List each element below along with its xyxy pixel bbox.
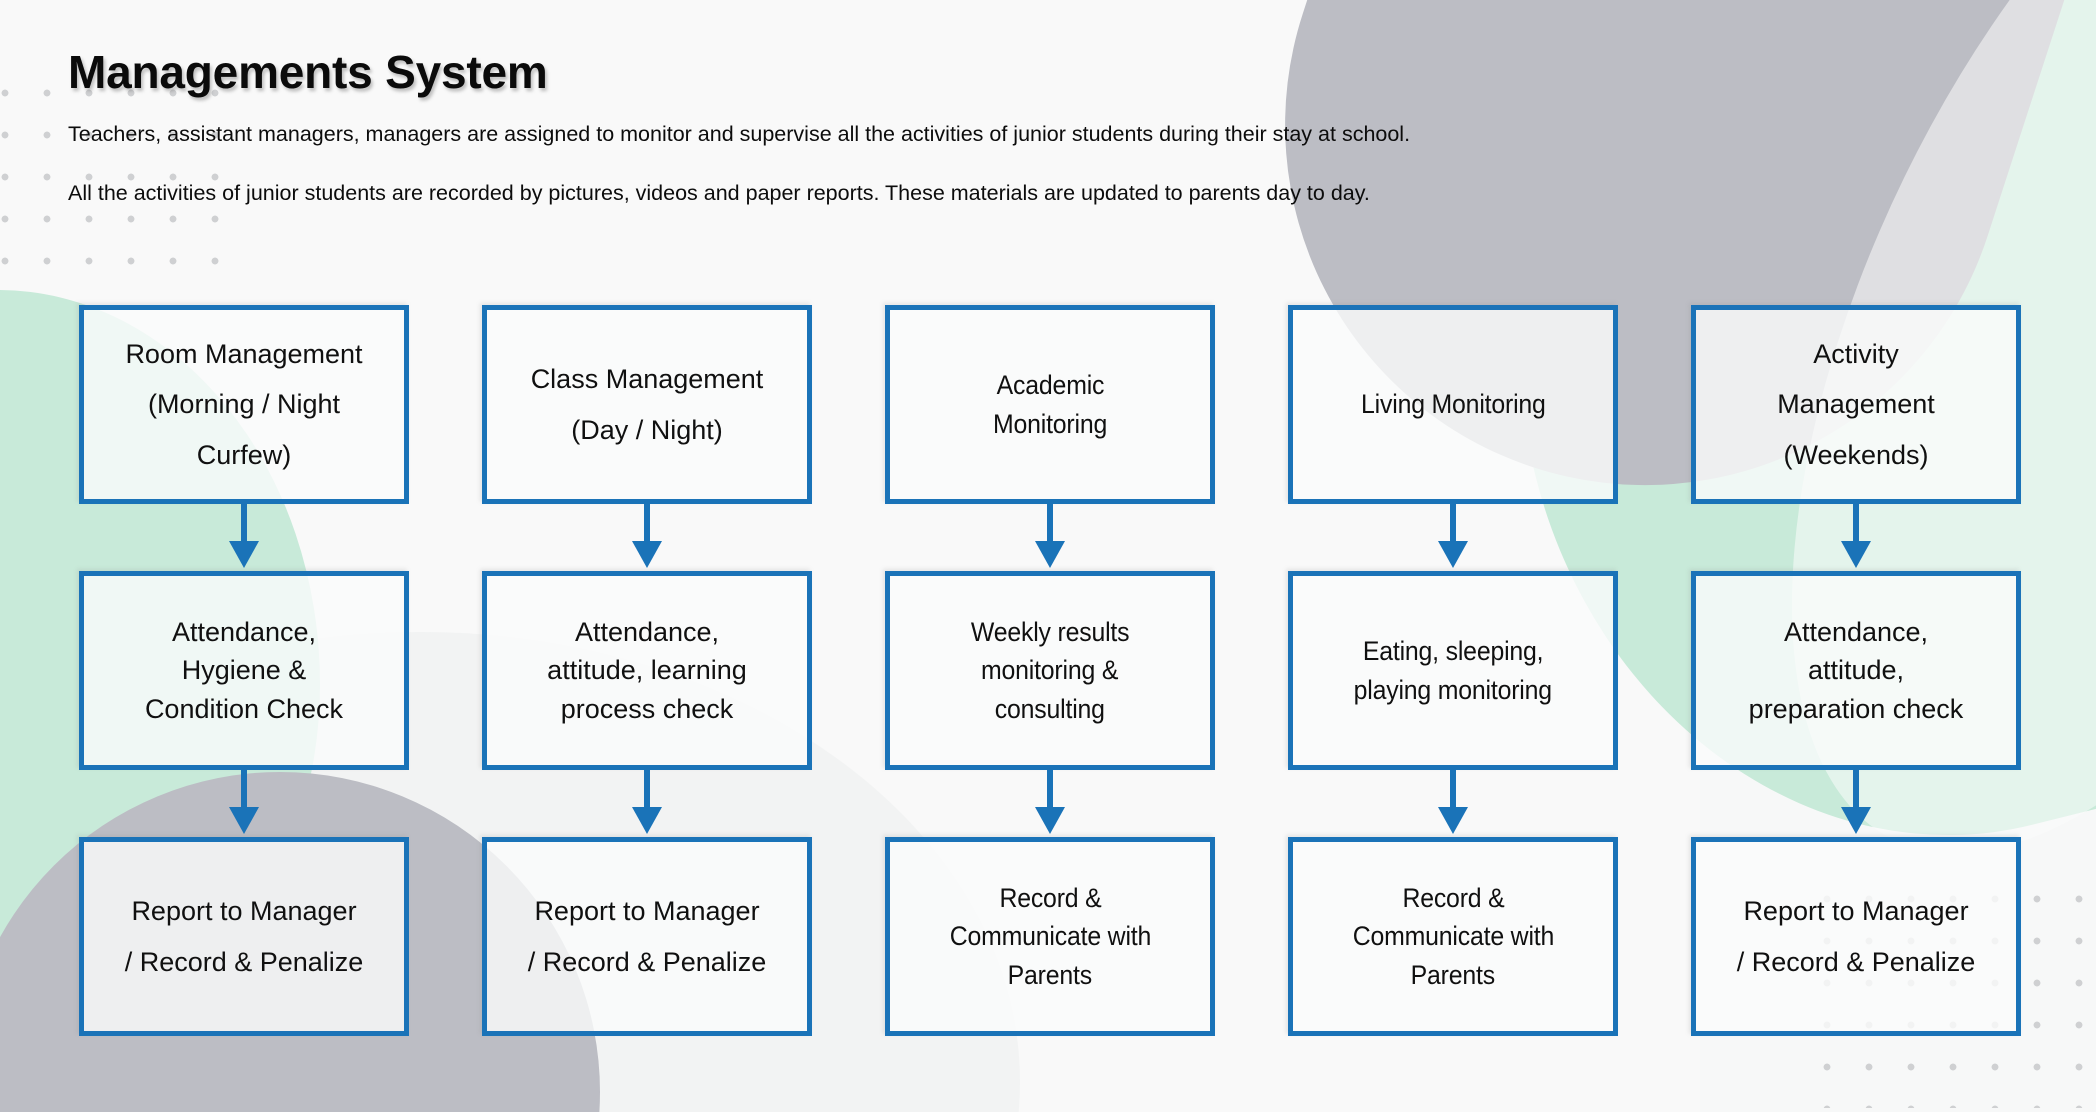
arrow-head — [1035, 541, 1065, 568]
arrow-down-icon — [76, 770, 412, 837]
flow-node-text: / Record & Penalize — [1736, 946, 1976, 977]
flow-node-text: (Morning / Night — [147, 389, 341, 420]
subtitle-line-2: All the activities of junior students ar… — [68, 181, 1370, 206]
flow-node-text: Communicate with — [1352, 921, 1554, 952]
flow-node-class-management-title[interactable]: Class Management (Day / Night) — [482, 305, 812, 504]
arrow-down-icon — [882, 504, 1218, 571]
arrow-down-icon — [882, 770, 1218, 837]
flow-node-text: Report to Manager — [131, 896, 357, 927]
page-title: Managements System — [68, 46, 548, 98]
flow-node-text: Hygiene & — [181, 655, 307, 686]
arrow-head — [229, 541, 259, 568]
arrow-head — [1841, 807, 1871, 834]
arrow-down-icon — [1285, 504, 1621, 571]
flow-node-text: Activity — [1813, 339, 1899, 370]
flow-node-text: / Record & Penalize — [124, 946, 364, 977]
flow-node-activity-management-report[interactable]: Report to Manager / Record & Penalize — [1691, 837, 2021, 1036]
arrow-down-icon — [1688, 504, 2024, 571]
flow-node-text: Attendance, — [1783, 617, 1929, 647]
flow-column-class-management: Class Management (Day / Night) Attendance,… — [479, 305, 815, 1036]
flow-node-text: consulting — [994, 693, 1106, 724]
flow-node-text: preparation check — [1748, 693, 1964, 724]
arrow-head — [1438, 541, 1468, 568]
arrow-head — [229, 807, 259, 834]
header: Managements System Teachers, assistant m… — [68, 48, 1768, 208]
flow-node-text: Class Management — [530, 364, 764, 395]
flow-node-text: Parents — [1007, 959, 1093, 990]
flow-node-text: (Weekends) — [1783, 439, 1929, 470]
flow-node-text: Parents — [1410, 959, 1496, 990]
flow-node-text: attitude, learning — [547, 655, 747, 686]
flow-node-text: / Record & Penalize — [527, 946, 767, 977]
flow-node-text: Report to Manager — [534, 896, 760, 927]
flow-node-text: Attendance, — [574, 617, 720, 647]
arrow-head — [1438, 807, 1468, 834]
flow-node-text: Record & — [1401, 883, 1505, 913]
flow-node-living-monitoring-daily[interactable]: Eating, sleeping, playing monitoring — [1288, 571, 1618, 770]
arrow-head — [632, 541, 662, 568]
flow-node-text: Record & — [998, 883, 1102, 913]
flow-node-text: Weekly results — [970, 617, 1130, 647]
subtitle-line-1: Teachers, assistant managers, managers a… — [68, 122, 1411, 147]
arrow-down-icon — [76, 504, 412, 571]
arrow-down-icon — [479, 770, 815, 837]
arrow-down-icon — [479, 504, 815, 571]
flow-node-text: Report to Manager — [1743, 896, 1969, 927]
flow-node-text: Room Management — [125, 339, 363, 370]
flow-node-living-monitoring-title[interactable]: Living Monitoring — [1288, 305, 1618, 504]
flow-node-text: (Day / Night) — [571, 414, 723, 445]
flow-node-text: Living Monitoring — [1360, 389, 1546, 420]
arrow-head — [632, 807, 662, 834]
flow-node-room-management-check[interactable]: Attendance, Hygiene & Condition Check — [79, 571, 409, 770]
flow-node-text: Monitoring — [992, 408, 1108, 439]
arrow-down-icon — [1285, 770, 1621, 837]
flow-node-text: Condition Check — [144, 693, 344, 724]
flow-node-text: Academic — [996, 370, 1104, 401]
flow-node-text: playing monitoring — [1353, 674, 1553, 705]
flow-node-class-management-report[interactable]: Report to Manager / Record & Penalize — [482, 837, 812, 1036]
flow-node-academic-monitoring-results[interactable]: Weekly results monitoring & consulting — [885, 571, 1215, 770]
arrow-head — [1841, 541, 1871, 568]
flow-node-room-management-report[interactable]: Report to Manager / Record & Penalize — [79, 837, 409, 1036]
arrow-head — [1035, 807, 1065, 834]
flow-node-text: process check — [560, 693, 734, 724]
flow-node-class-management-check[interactable]: Attendance, attitude, learning process che… — [482, 571, 812, 770]
flow-node-text: monitoring & — [981, 655, 1119, 686]
arrow-down-icon — [1688, 770, 2024, 837]
flow-node-text: Communicate with — [949, 921, 1151, 952]
flow-node-text: Curfew) — [196, 439, 292, 470]
flow-node-text: Eating, sleeping, — [1362, 636, 1544, 667]
flow-node-text: Management — [1777, 389, 1935, 420]
flow-node-text: Attendance, — [171, 617, 317, 647]
flow-node-text: attitude, — [1807, 655, 1905, 686]
flow-node-activity-management-check[interactable]: Attendance, attitude, preparation check — [1691, 571, 2021, 770]
